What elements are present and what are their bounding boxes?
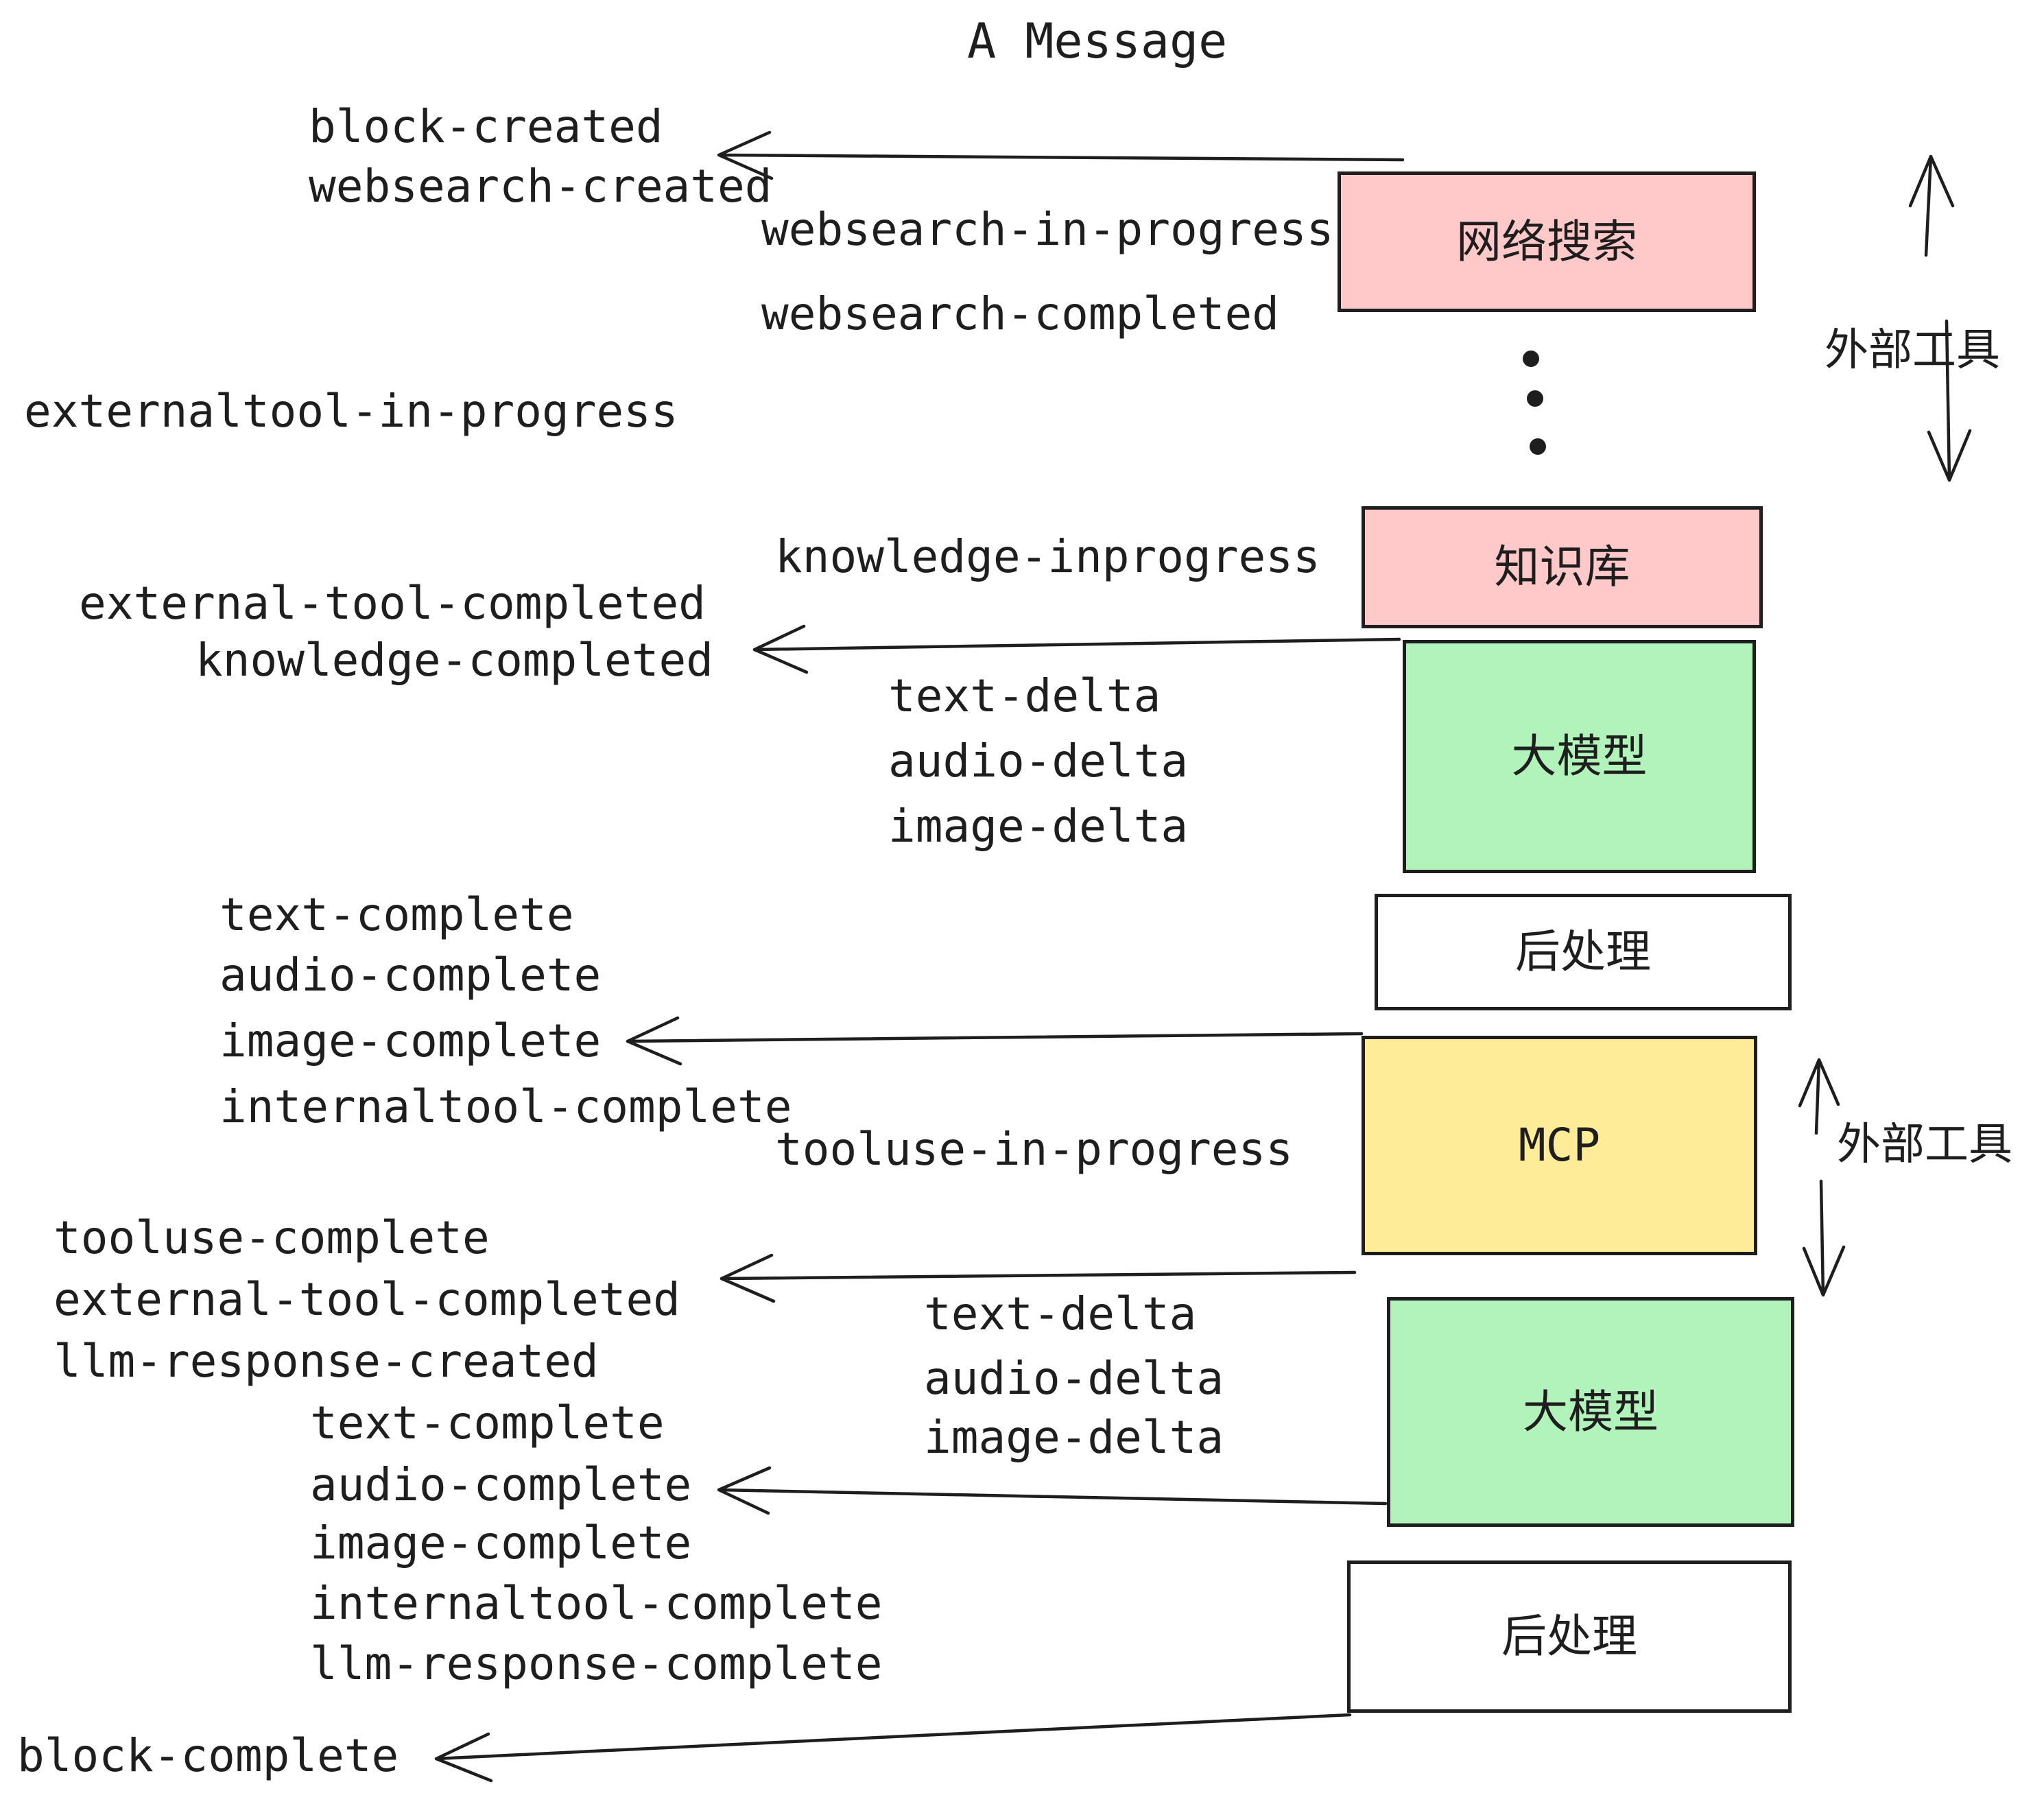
event-audio-complete-2: audio-complete — [310, 1458, 692, 1511]
box-websearch-label: 网络搜索 — [1456, 215, 1637, 268]
side-label-external-tools-bottom: 外部工具 — [1837, 1119, 2012, 1169]
arrow-llm1-to-knowledge-completed — [752, 624, 1401, 674]
box-llm-1: 大模型 — [1403, 640, 1756, 873]
event-image-delta-1: image-delta — [888, 800, 1189, 853]
arrow-external-tools-top-up — [1908, 154, 1955, 257]
box-mcp-label: MCP — [1518, 1119, 1601, 1172]
arrow-post2-to-block-complete — [434, 1713, 1352, 1783]
event-internaltool-complete-1: internaltool-complete — [219, 1080, 792, 1133]
event-tooluse-complete: tooluse-complete — [54, 1211, 490, 1264]
arrow-llm2-to-audio-complete — [717, 1466, 1388, 1515]
arrow-external-tools-bottom-down — [1802, 1179, 1846, 1297]
box-knowledge: 知识库 — [1362, 506, 1763, 628]
box-post-2-label: 后处理 — [1501, 1610, 1637, 1663]
event-image-complete-1: image-complete — [219, 1014, 602, 1067]
box-websearch: 网络搜索 — [1338, 171, 1756, 312]
arrow-mcp-to-image-complete — [626, 1016, 1364, 1066]
event-websearch-in-progress: websearch-in-progress — [761, 203, 1334, 256]
event-internaltool-complete-2: internaltool-complete — [310, 1577, 883, 1630]
event-block-complete: block-complete — [17, 1729, 399, 1782]
ellipsis-dots — [1523, 351, 1546, 455]
box-mcp: MCP — [1362, 1036, 1757, 1255]
arrow-mcp-to-tooluse-complete — [720, 1253, 1357, 1303]
box-post-1-label: 后处理 — [1515, 925, 1651, 978]
event-text-delta-1: text-delta — [888, 669, 1161, 722]
arrow-websearch-to-websearch-created — [717, 130, 1405, 180]
event-external-tool-completed: external-tool-completed — [79, 577, 706, 630]
box-llm-2: 大模型 — [1387, 1297, 1794, 1527]
event-knowledge-completed: knowledge-completed — [195, 634, 713, 687]
event-websearch-created: websearch-created — [309, 160, 772, 213]
event-llm-response-created: llm-response-created — [54, 1335, 599, 1388]
page-title: A Message — [967, 13, 1228, 69]
event-text-delta-2: text-delta — [924, 1287, 1197, 1340]
side-label-external-tools-top: 外部工具 — [1825, 325, 2000, 375]
box-llm-2-label: 大模型 — [1523, 1385, 1659, 1438]
event-audio-delta-1: audio-delta — [888, 735, 1189, 787]
box-knowledge-label: 知识库 — [1494, 541, 1630, 593]
box-post-1: 后处理 — [1375, 894, 1792, 1010]
event-knowledge-inprogress: knowledge-inprogress — [775, 530, 1320, 583]
event-image-delta-2: image-delta — [924, 1411, 1224, 1464]
arrow-external-tools-top-down — [1927, 319, 1972, 482]
event-externaltool-in-progress: externaltool-in-progress — [24, 385, 678, 438]
event-text-complete-2: text-complete — [310, 1397, 665, 1449]
event-llm-response-complete: llm-response-complete — [310, 1637, 883, 1690]
event-external-tool-completed-2: external-tool-completed — [54, 1273, 680, 1326]
event-image-complete-2: image-complete — [310, 1517, 692, 1569]
event-audio-delta-2: audio-delta — [924, 1352, 1224, 1405]
arrow-external-tools-bottom-up — [1798, 1058, 1840, 1135]
event-tooluse-in-progress: tooluse-in-progress — [775, 1123, 1293, 1176]
box-llm-1-label: 大模型 — [1511, 730, 1648, 783]
event-block-created: block-created — [309, 100, 663, 153]
box-post-2: 后处理 — [1347, 1560, 1792, 1713]
event-text-complete-1: text-complete — [219, 888, 574, 941]
event-websearch-completed: websearch-completed — [761, 287, 1279, 340]
event-audio-complete-1: audio-complete — [219, 949, 602, 1001]
